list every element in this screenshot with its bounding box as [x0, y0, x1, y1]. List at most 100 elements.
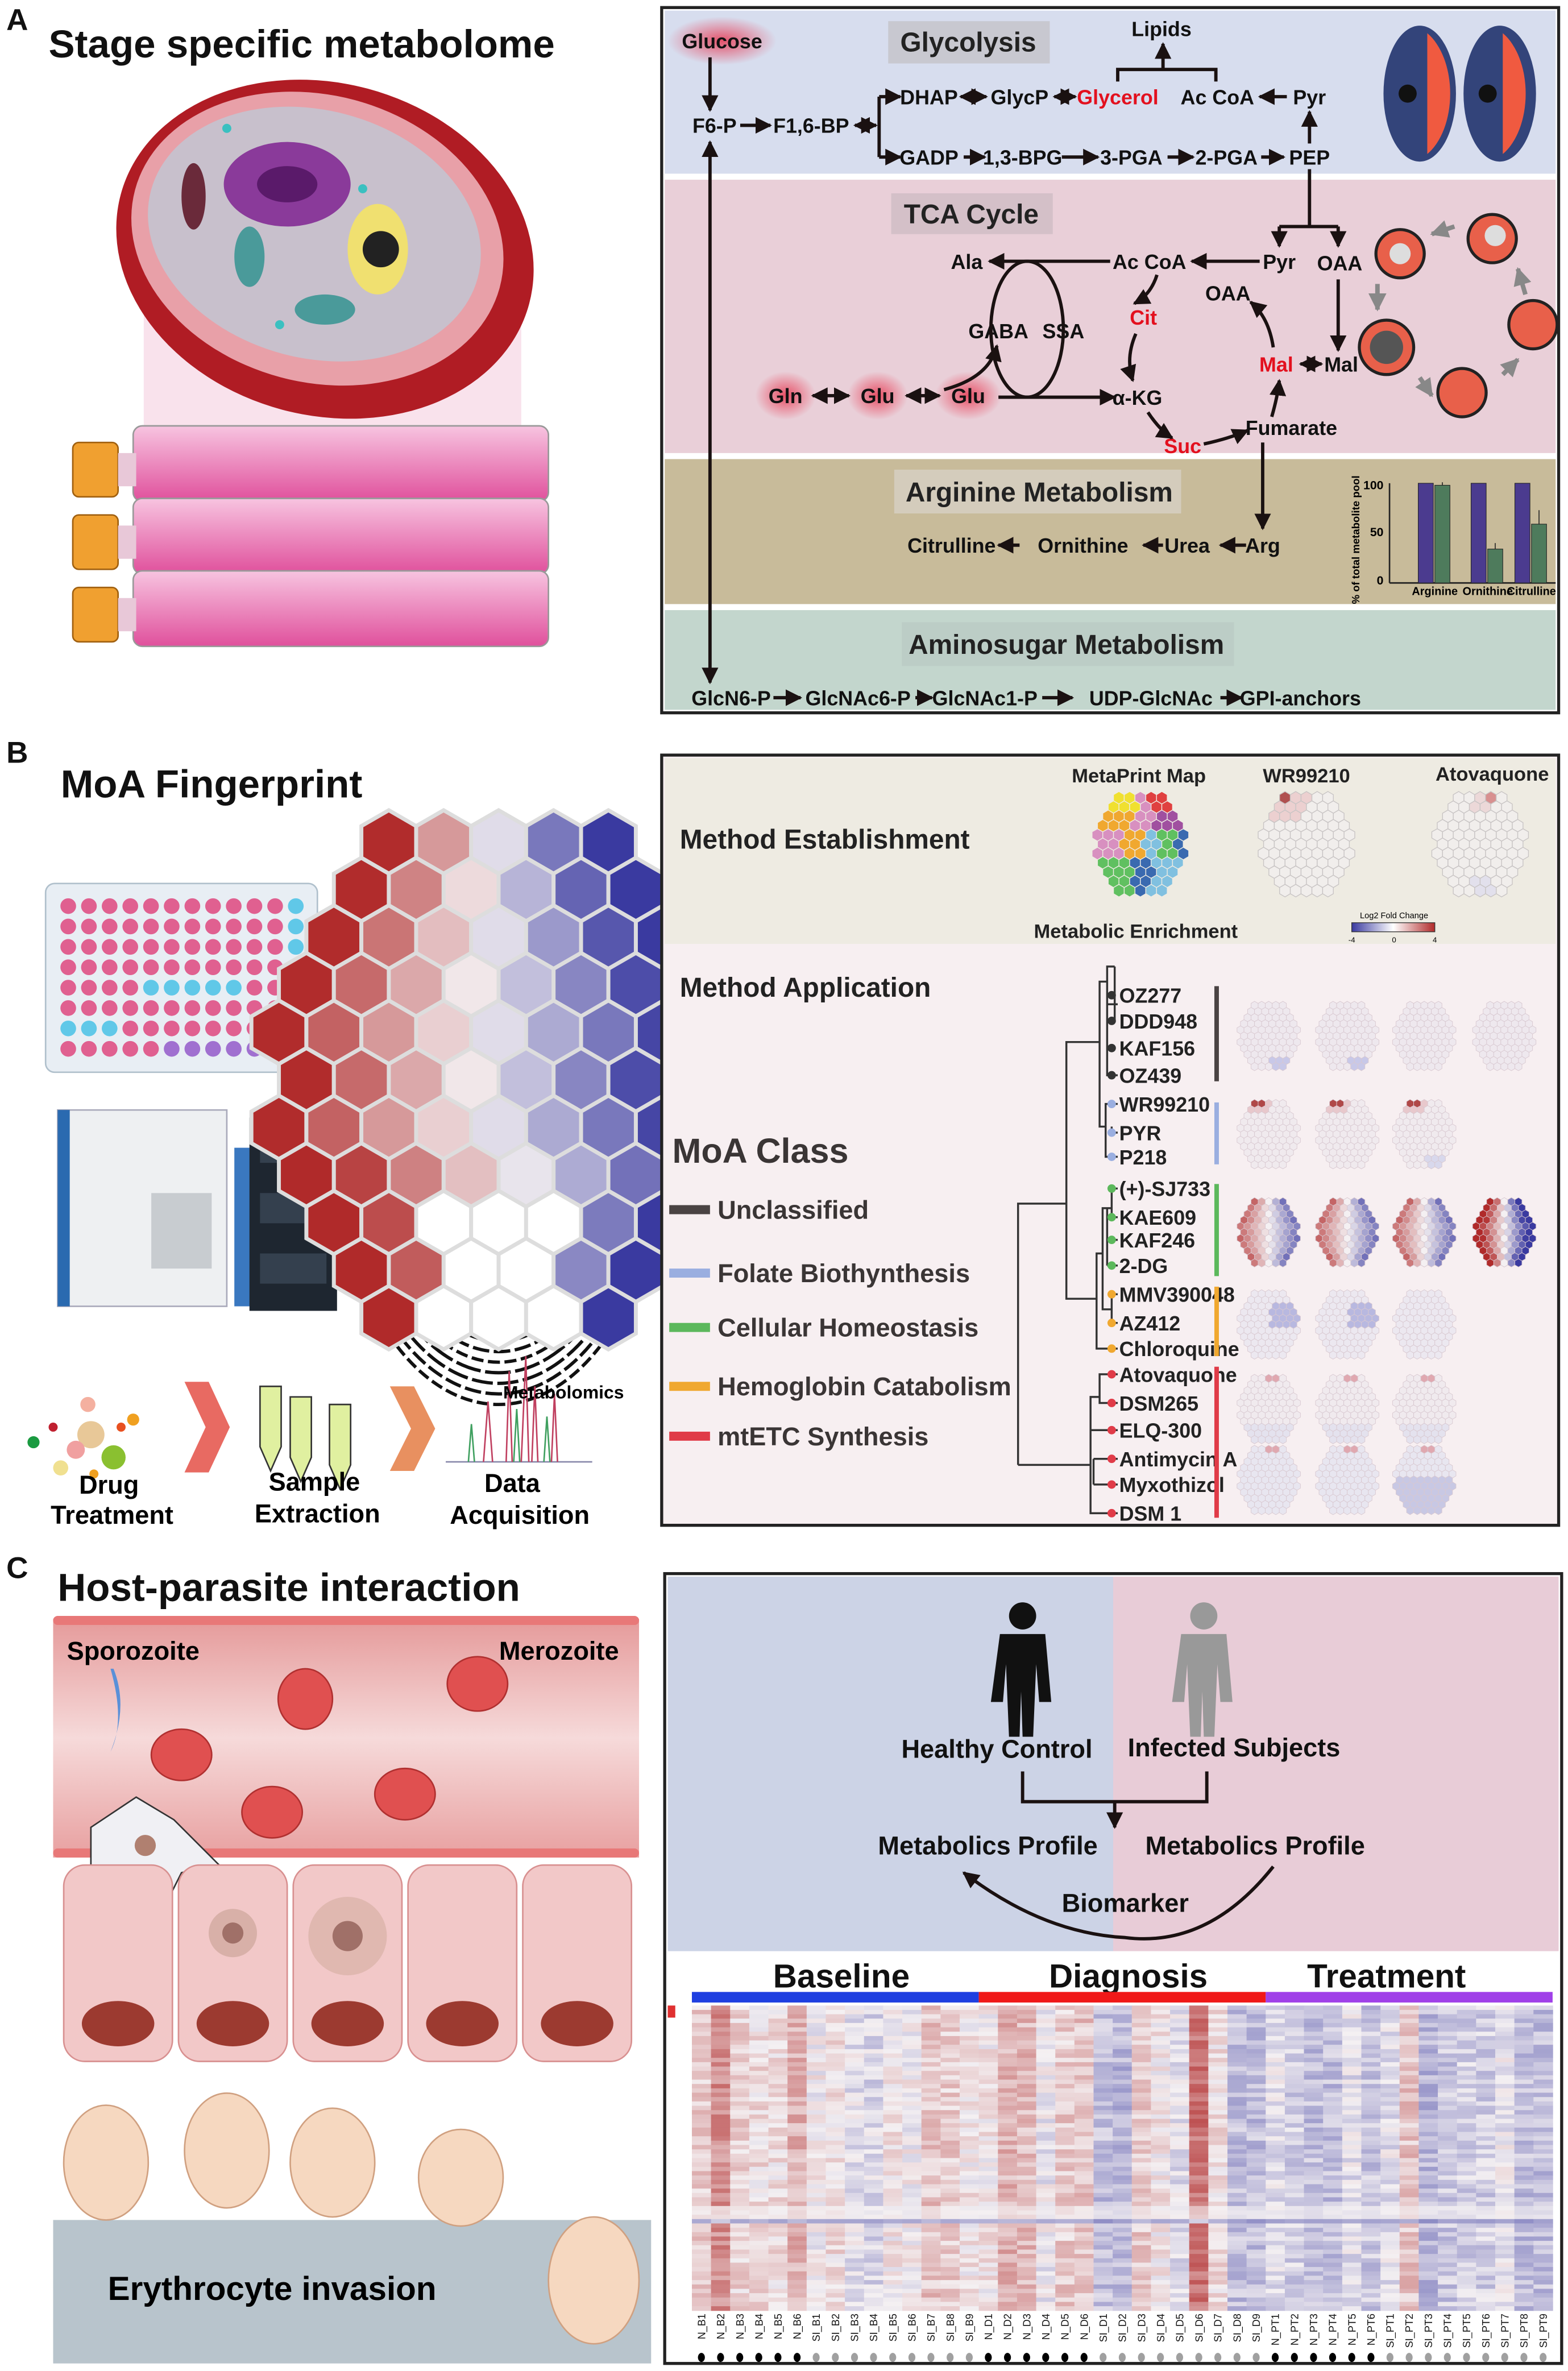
heatmap-cell — [921, 2166, 941, 2172]
heatmap-cell — [998, 2293, 1018, 2298]
heatmap-cell — [1227, 2101, 1247, 2107]
heatmap-cell — [1246, 2149, 1267, 2154]
heatmap-cell — [1017, 2053, 1037, 2058]
heatmap-cell — [940, 2280, 960, 2285]
heatmap-cell — [787, 2306, 807, 2311]
heatmap-cell — [1246, 2105, 1267, 2111]
heatmap-cell — [730, 2105, 750, 2111]
heatmap-cell — [1017, 2149, 1037, 2154]
heatmap-cell — [1131, 2071, 1152, 2076]
heatmap-cell — [826, 2302, 845, 2307]
heatmap-cell — [959, 2040, 980, 2045]
heatmap-cell — [1438, 2032, 1458, 2037]
heatmap-cell — [787, 2114, 807, 2120]
heatmap-cell — [1170, 2140, 1190, 2146]
heatmap-cell — [1399, 2123, 1420, 2128]
heatmap-cell — [1151, 2236, 1171, 2241]
heatmap-cell — [1399, 2236, 1420, 2241]
heatmap-cell — [1113, 2027, 1133, 2032]
heatmap-cell — [1074, 2219, 1094, 2224]
heatmap-cell — [1342, 2254, 1362, 2259]
heatmap-cell — [749, 2275, 769, 2281]
heatmap-cell — [1074, 2297, 1094, 2302]
heatmap-cell — [845, 2297, 865, 2302]
heatmap-cell — [940, 2079, 960, 2084]
heatmap-cell — [730, 2171, 750, 2176]
well — [164, 1041, 180, 1057]
heatmap-cell — [1304, 2027, 1324, 2032]
heatmap-cell — [826, 2009, 845, 2015]
heatmap-cell — [787, 2040, 807, 2045]
well — [288, 918, 304, 935]
heatmap-cell — [1266, 2036, 1285, 2041]
metabolics-profile-left: Metabolics Profile — [878, 1831, 1097, 1860]
heatmap-cell — [691, 2302, 712, 2307]
heatmap-cell — [1151, 2197, 1171, 2202]
drug-dot — [1107, 1370, 1116, 1379]
heatmap-cell — [1380, 2262, 1400, 2268]
heatmap-cell — [1227, 2032, 1247, 2037]
heatmap-cell — [787, 2136, 807, 2141]
heatmap-cell — [749, 2075, 769, 2080]
heatmap-cell — [1246, 2127, 1267, 2133]
heatmap-cell — [1266, 2306, 1285, 2311]
heatmap-cell — [1438, 2215, 1458, 2220]
heatmap-cell — [959, 2171, 980, 2176]
heatmap-cell — [1438, 2005, 1458, 2011]
heatmap-cell — [1036, 2271, 1056, 2276]
heatmap-cell — [1399, 2145, 1420, 2150]
heatmap-cell — [845, 2175, 865, 2181]
heatmap-cell — [787, 2245, 807, 2250]
heatmap-cell — [845, 2027, 865, 2032]
heatmap-cell — [1093, 2049, 1113, 2054]
heatmap-cell — [845, 2110, 865, 2115]
drug-hex-cell — [1272, 1506, 1280, 1515]
heatmap-cell — [1074, 2062, 1094, 2067]
heatmap-cell — [902, 2262, 922, 2268]
heatmap-cell — [1457, 2062, 1477, 2067]
heatmap-cell — [1074, 2232, 1094, 2237]
heatmap-cell — [902, 2197, 922, 2202]
legend-swatch — [669, 1431, 710, 1441]
drug-label: Chloroquine — [1119, 1338, 1239, 1361]
heatmap-cell — [1074, 2149, 1094, 2154]
heatmap-cell — [1036, 2275, 1056, 2281]
heatmap-cell — [1399, 2171, 1420, 2176]
heatmap-cell — [1266, 2136, 1285, 2141]
legend-label-2: Cellular Homeostasis — [717, 1313, 978, 1342]
heatmap-cell — [1342, 2210, 1362, 2215]
well — [81, 1020, 97, 1037]
heatmap-cell — [1399, 2114, 1420, 2120]
heatmap-cell — [1170, 2188, 1190, 2194]
heatmap-cell — [1170, 2302, 1190, 2307]
heatmap-cell — [1284, 2223, 1305, 2228]
heatmap-cell — [1017, 2066, 1037, 2071]
heatmap-cell — [1189, 2045, 1209, 2050]
heatmap-cell — [1246, 2032, 1267, 2037]
hex-cell — [1134, 884, 1147, 898]
heatmap-cell — [883, 2175, 903, 2181]
heatmap-cell — [768, 2079, 789, 2084]
well — [81, 1000, 97, 1016]
heatmap-cell — [1227, 2088, 1247, 2094]
heatmap-cell — [1170, 2289, 1190, 2294]
heatmap-cell — [730, 2188, 750, 2194]
heatmap-cell — [1113, 2223, 1133, 2228]
heatmap-cell — [1017, 2092, 1037, 2098]
heatmap-cell — [1457, 2049, 1477, 2054]
heatmap-cell — [1074, 2275, 1094, 2281]
heatmap-cell — [826, 2027, 845, 2032]
heatmap-cell — [902, 2071, 922, 2076]
heatmap-cell — [1246, 2084, 1267, 2089]
heatmap-cell — [845, 2145, 865, 2150]
heatmap-cell — [1093, 2149, 1113, 2154]
heatmap-cell — [787, 2014, 807, 2019]
well — [246, 939, 263, 955]
well — [164, 918, 180, 935]
heatmap-cell — [940, 2267, 960, 2272]
heatmap-cell — [1438, 2158, 1458, 2163]
heatmap-cell — [730, 2158, 750, 2163]
heatmap-cell — [864, 2302, 884, 2307]
heatmap-cell — [1170, 2280, 1190, 2285]
heatmap-cell — [1361, 2027, 1381, 2032]
